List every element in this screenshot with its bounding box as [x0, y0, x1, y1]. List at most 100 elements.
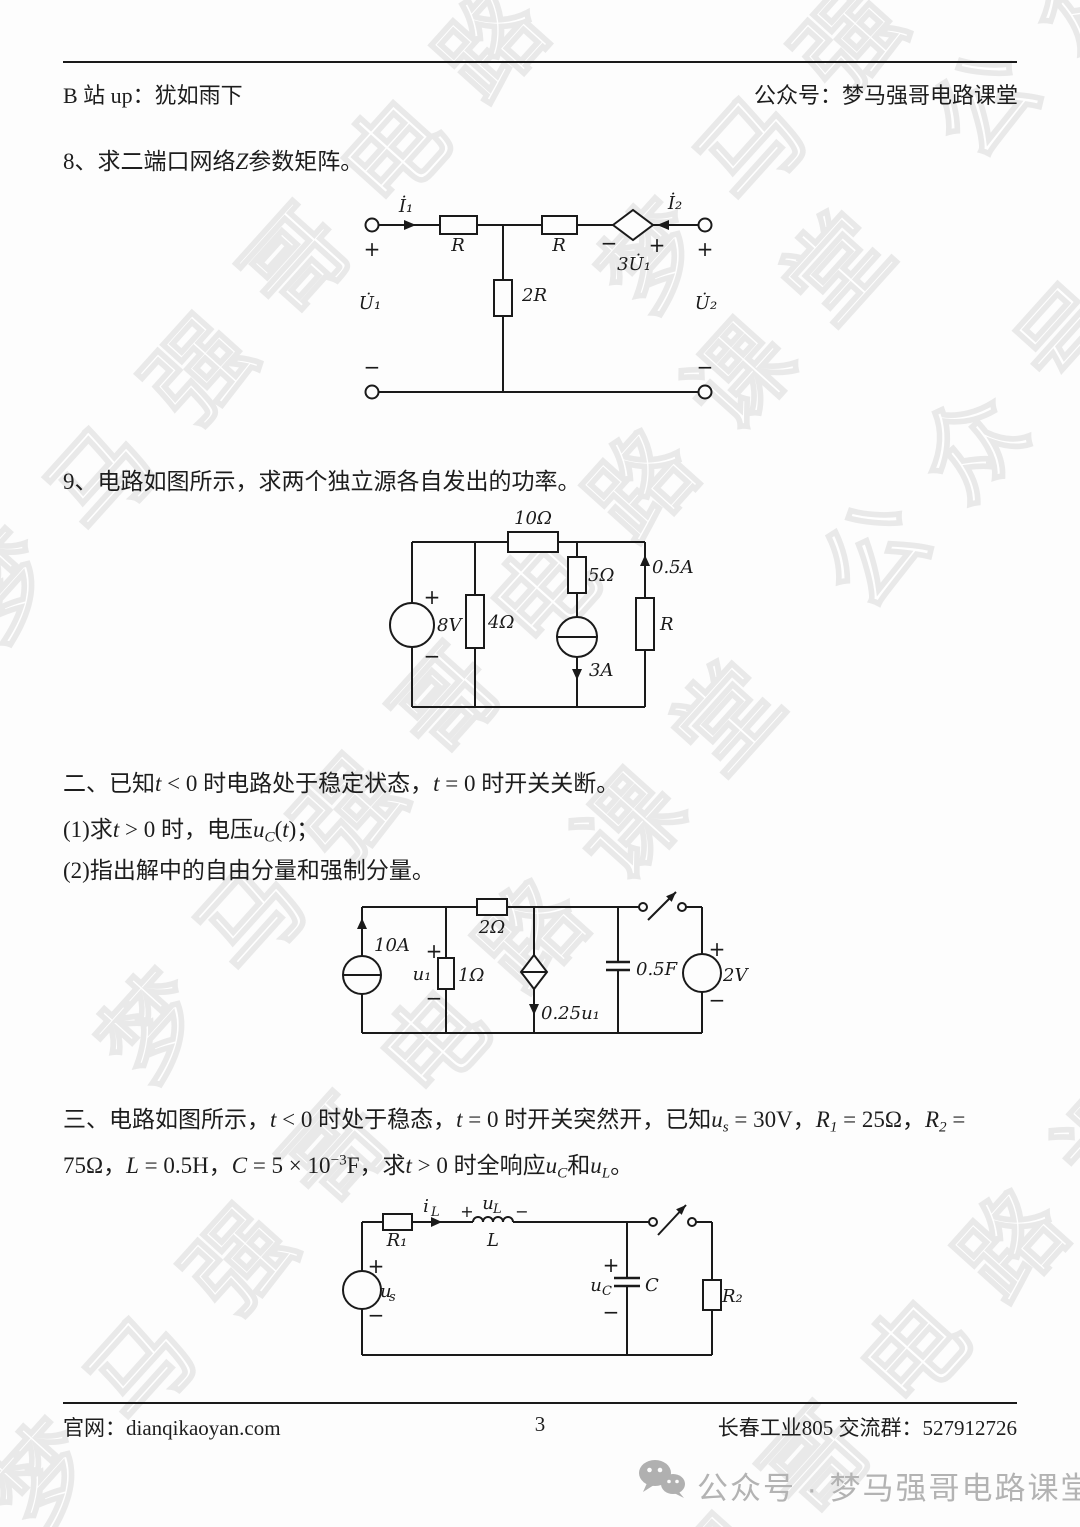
resistor-1ohm-label: 1Ω	[458, 965, 484, 986]
capacitor-label: 0.5F	[636, 959, 679, 980]
circuit-rlc-response: R₁ i L + u L − L + u C − C R₂ + u s −	[342, 1193, 743, 1356]
page-number: 3	[534, 1412, 546, 1436]
labels: 10Ω + 8V − 4Ω 5Ω 3A 0.5A R	[424, 508, 694, 681]
voltage-2v-label: 2V	[722, 965, 749, 986]
ul-minus: −	[515, 1202, 528, 1221]
u1-minus: −	[426, 986, 443, 1010]
problem-2-line2: (1)求t > 0 时，电压uC(t)；	[63, 817, 320, 846]
wires	[357, 906, 703, 1034]
il-sub: L	[430, 1205, 440, 1220]
resistor-1ohm	[437, 957, 455, 990]
resistor-r1-label: R₁	[386, 1230, 408, 1251]
port2-plus: +	[697, 237, 714, 261]
wires	[361, 1217, 713, 1356]
uc-base: u	[590, 1275, 602, 1296]
capacitor-c	[614, 1276, 640, 1288]
ul-base: u	[482, 1193, 494, 1214]
resistor-r	[635, 597, 655, 651]
resistor-r1	[382, 1213, 413, 1231]
switch	[638, 891, 687, 921]
voltage-u1-label: U̇₁	[359, 292, 381, 314]
components	[389, 531, 655, 658]
ctrl-minus-sign: −	[601, 231, 618, 255]
voltage-8v-label: 8V	[437, 615, 463, 636]
us-minus: −	[368, 1303, 385, 1327]
dep-source-label: 0.25u₁	[541, 1003, 600, 1024]
footer-website: 官网：dianqikaoyan.com	[63, 1416, 281, 1440]
ul-plus: +	[460, 1202, 473, 1221]
il-base: i	[423, 1196, 429, 1217]
current-10a-label: 10A	[374, 935, 410, 956]
resistor-r2-label: R	[551, 235, 566, 256]
resistor-4ohm-label: 4Ω	[487, 612, 514, 633]
voltage-source-us	[342, 1270, 382, 1310]
footer-group: 长春工业805 交流群：527912726	[717, 1416, 1017, 1440]
port1-minus: −	[364, 355, 381, 379]
circuit-power-sources: 10Ω + 8V − 4Ω 5Ω 3A 0.5A R	[389, 508, 694, 708]
resistor-r-label: R	[659, 614, 674, 635]
circuit-rc-transient: 10A + u₁ − 1Ω 2Ω 0.25u₁ 0.5F + 2V −	[342, 891, 749, 1034]
resistor-2ohm-label: 2Ω	[478, 917, 505, 938]
voltage-u2-label: U̇₂	[695, 292, 717, 314]
us-plus: +	[368, 1254, 385, 1278]
current-05a-label: 0.5A	[652, 557, 694, 578]
problem-2-line1: 二、已知t < 0 时电路处于稳定状态，t = 0 时开关关断。	[63, 771, 620, 796]
top-rule	[63, 61, 1017, 63]
capacitor-05f	[606, 960, 630, 972]
problem-2-line3: (2)指出解中的自由分量和强制分量。	[63, 858, 435, 883]
uc-minus: −	[603, 1300, 620, 1324]
problem-3-line2: 75Ω，L = 0.5H，C = 5 × 10−3F，求t > 0 时全响应uC…	[63, 1151, 634, 1182]
resistor-r1-label: R	[450, 235, 465, 256]
resistor-5ohm	[567, 556, 587, 594]
current-i2-label: İ₂	[667, 191, 682, 214]
us-base: u	[380, 1281, 392, 1302]
header-right: 公众号：梦马强哥电路课堂	[753, 83, 1018, 108]
problem-8-title: 8、求二端口网络Z参数矩阵。	[63, 149, 364, 174]
uc-sub: C	[602, 1284, 612, 1299]
components	[342, 1204, 722, 1311]
problem-3-line1: 三、电路如图所示，t < 0 时处于稳态，t = 0 时开关突然开，已知us =…	[63, 1107, 966, 1136]
resistor-r2-label: R₂	[721, 1286, 743, 1307]
v2-minus: −	[709, 988, 726, 1012]
ul-sub: L	[492, 1202, 502, 1217]
header-left: B 站 up：犹如雨下	[63, 83, 243, 108]
capacitor-label: C	[645, 1275, 659, 1296]
circuit-two-port-network: İ₁ R R 2R − + 3U̇₁ İ₂ + U̇₁ − + U̇₂ −	[359, 191, 717, 400]
resistor-r2	[702, 1279, 722, 1311]
resistor-2r-label: 2R	[521, 285, 547, 306]
switch	[648, 1204, 697, 1236]
labels: 10A + u₁ − 1Ω 2Ω 0.25u₁ 0.5F + 2V −	[374, 917, 749, 1024]
components	[342, 891, 722, 995]
inductor-l	[472, 1216, 514, 1223]
labels: R₁ i L + u L − L + u C − C R₂ + u s −	[368, 1193, 743, 1327]
source-plus: +	[424, 585, 441, 609]
dependent-source-diamond	[611, 208, 655, 242]
resistor-2ohm	[476, 898, 508, 916]
resistor-10ohm-label: 10Ω	[514, 508, 552, 529]
current-i1-label: İ₁	[398, 194, 413, 217]
wechat-icon	[639, 1460, 685, 1498]
uc-plus: +	[603, 1253, 620, 1277]
source-minus: −	[424, 644, 441, 668]
u1-plus: +	[426, 939, 443, 963]
voltage-source-2v	[682, 953, 722, 993]
port1-plus: +	[364, 237, 381, 261]
port2-minus: −	[697, 355, 714, 379]
wires	[379, 220, 698, 393]
problem-9-title: 9、电路如图所示，求两个独立源各自发出的功率。	[63, 469, 581, 494]
inductor-label: L	[486, 1230, 499, 1251]
resistor-10ohm	[507, 531, 559, 553]
ctrl-plus-sign: +	[649, 233, 666, 257]
u1-label: u₁	[413, 964, 432, 985]
resistor-5ohm-label: 5Ω	[588, 565, 614, 586]
current-3a-label: 3A	[589, 660, 613, 681]
bottom-rule	[63, 1402, 1017, 1404]
components	[364, 208, 713, 400]
labels: İ₁ R R 2R − + 3U̇₁ İ₂ + U̇₁ − + U̇₂ −	[359, 191, 717, 379]
controlled-source-label: 3U̇₁	[617, 253, 651, 275]
voltage-source-8v	[389, 602, 435, 648]
v2-plus: +	[709, 937, 726, 961]
resistor-4ohm	[465, 594, 485, 649]
badge-label: 公众号 · 梦马强哥电路课堂	[697, 1471, 1080, 1506]
